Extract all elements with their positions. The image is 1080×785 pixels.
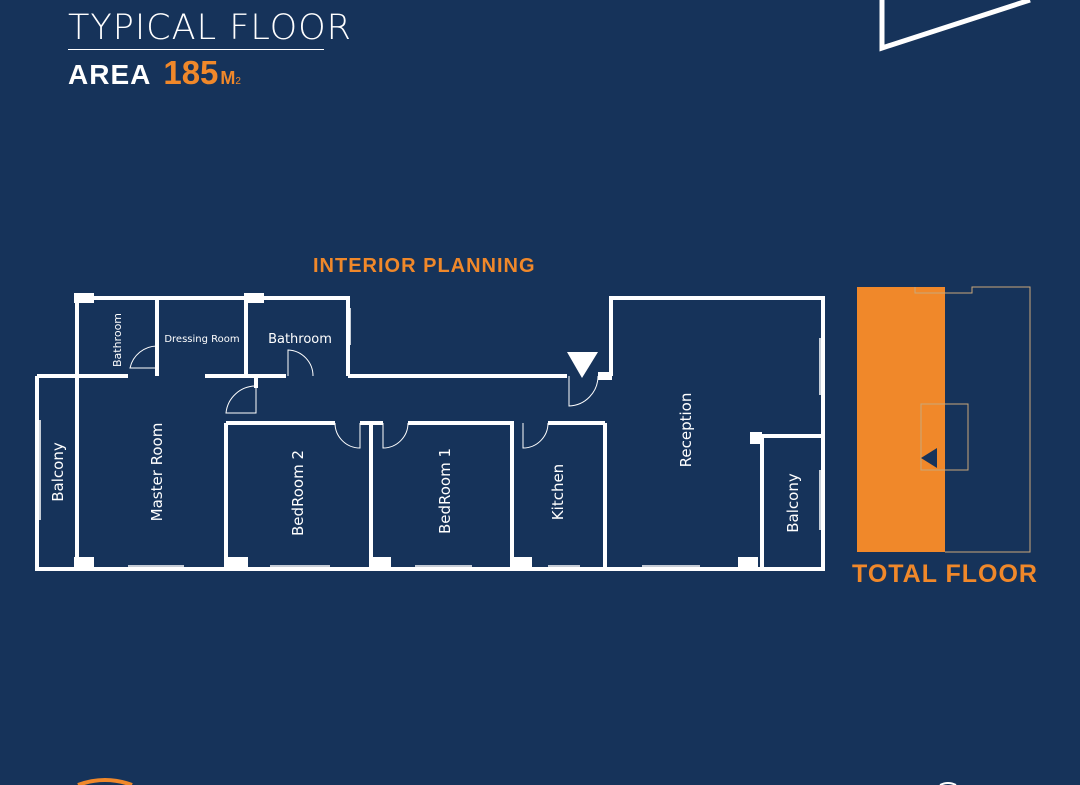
keyplan-outline	[914, 286, 1031, 553]
walls	[35, 296, 825, 571]
title-divider	[68, 49, 324, 50]
header: TYPICAL FLOOR AREA 185 M 2	[68, 8, 352, 92]
door-master	[225, 385, 257, 414]
page-title: TYPICAL FLOOR	[68, 8, 352, 48]
entrance-arrow-icon	[567, 352, 598, 378]
room-label-bedroom-1: BedRoom 1	[436, 448, 454, 534]
door-bath-left	[129, 345, 158, 369]
keyplan-highlight-unit	[857, 287, 945, 552]
area-unit: M	[220, 68, 236, 88]
area-unit-superscript: 2	[235, 76, 241, 87]
keyplan-entrance-arrow-icon	[921, 448, 937, 468]
room-label-kitchen: Kitchen	[549, 464, 567, 520]
windows	[39, 308, 821, 567]
area-label: AREA	[68, 59, 152, 90]
room-label-balcony-left: Balcony	[49, 442, 67, 502]
room-label-bathroom-right: Bathroom	[268, 332, 332, 347]
doors	[129, 345, 599, 449]
columns	[74, 293, 762, 569]
door-kitchen	[522, 422, 549, 449]
room-label-bathroom-left: Bathroom	[111, 313, 124, 367]
door-bed2	[334, 422, 361, 449]
keyplan-core	[920, 403, 969, 471]
room-label-reception: Reception	[677, 393, 695, 468]
total-floor-keyplan	[857, 286, 1031, 553]
room-label-balcony-right: Balcony	[784, 473, 802, 533]
room-label-master-room: Master Room	[148, 423, 166, 522]
door-bed1	[382, 422, 409, 449]
wall-top-left	[75, 296, 350, 376]
door-bath-right	[287, 349, 314, 377]
area-row: AREA 185 M 2	[68, 54, 352, 92]
total-floor-title: TOTAL FLOOR	[852, 560, 1038, 588]
room-label-dressing-room: Dressing Room	[164, 334, 239, 345]
door-entrance	[568, 375, 599, 407]
interior-planning-title: INTERIOR PLANNING	[313, 255, 536, 277]
room-label-bedroom-2: BedRoom 2	[289, 450, 307, 536]
area-value: 185	[163, 54, 219, 91]
